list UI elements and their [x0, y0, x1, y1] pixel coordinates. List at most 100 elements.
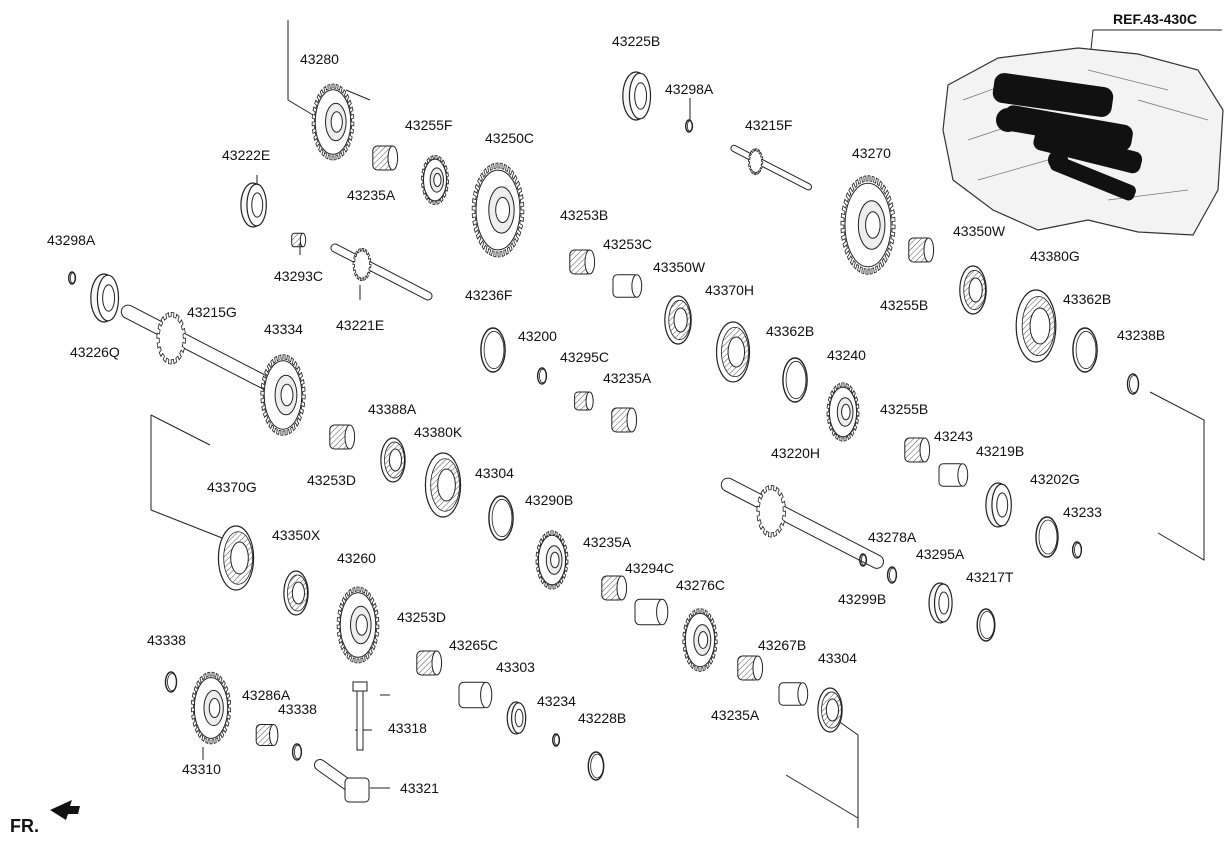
- part-number-label[interactable]: 43298A: [665, 81, 714, 97]
- part-43235A-needle[interactable]: [372, 145, 399, 171]
- part-43298A-ring[interactable]: [685, 119, 694, 133]
- part-number-label[interactable]: 43298A: [47, 232, 96, 248]
- part-number-label[interactable]: 43295A: [916, 546, 965, 562]
- part-number-label[interactable]: 43255F: [405, 117, 452, 133]
- part-43276C-gear[interactable]: [682, 608, 718, 672]
- part-number-label[interactable]: 43370G: [207, 479, 257, 495]
- part-number-label[interactable]: 43228B: [578, 710, 626, 726]
- part-number-label[interactable]: 43294C: [625, 560, 674, 576]
- part-43388A-synchro[interactable]: [380, 437, 406, 483]
- part-number-label[interactable]: 43350W: [953, 223, 1006, 239]
- part-43253D-needle[interactable]: [329, 424, 356, 450]
- part-number-label[interactable]: 43215G: [187, 304, 237, 320]
- part-number-label[interactable]: 43321: [400, 780, 439, 796]
- part-43304-synchro[interactable]: [817, 687, 843, 733]
- part-43255F-spur[interactable]: [420, 154, 450, 206]
- part-number-label[interactable]: 43200: [518, 328, 557, 344]
- part-43200-ring[interactable]: [536, 367, 548, 385]
- part-43370H-hub[interactable]: [715, 321, 751, 383]
- part-43350W-synchro[interactable]: [959, 265, 987, 315]
- part-number-label[interactable]: 43253B: [560, 207, 608, 223]
- part-number-label[interactable]: 43318: [388, 720, 427, 736]
- part-number-label[interactable]: 43362B: [1063, 291, 1111, 307]
- part-43321-shaft_short[interactable]: [314, 759, 370, 803]
- part-43350W-synchro[interactable]: [664, 295, 692, 345]
- part-43240-gear[interactable]: [826, 382, 860, 442]
- part-43294C-sleeve[interactable]: [634, 598, 669, 626]
- part-number-label[interactable]: 43219B: [976, 443, 1024, 459]
- part-number-label[interactable]: 43202G: [1030, 471, 1080, 487]
- part-43304-ring[interactable]: [488, 495, 514, 541]
- part-43338-ring[interactable]: [291, 743, 303, 761]
- part-number-label[interactable]: 43240: [827, 347, 866, 363]
- part-number-label[interactable]: 43304: [475, 465, 514, 481]
- part-number-label[interactable]: 43234: [537, 693, 576, 709]
- part-number-label[interactable]: 43304: [818, 650, 857, 666]
- part-number-label[interactable]: 43255B: [880, 297, 928, 313]
- part-43236F-thrust[interactable]: [480, 327, 506, 373]
- part-number-label[interactable]: 43265C: [449, 637, 498, 653]
- part-43295C-needle[interactable]: [574, 391, 594, 411]
- part-43238B-ring[interactable]: [1126, 373, 1140, 395]
- part-number-label[interactable]: 43238B: [1117, 327, 1165, 343]
- part-43243-sleeve[interactable]: [938, 463, 969, 487]
- part-number-label[interactable]: 43217T: [966, 569, 1014, 585]
- part-43290B-gear[interactable]: [535, 530, 569, 590]
- part-43215F-shaft[interactable]: [730, 144, 813, 191]
- part-43253C-sleeve[interactable]: [612, 274, 643, 298]
- part-43286A-needle[interactable]: [255, 724, 279, 746]
- part-number-label[interactable]: 43299B: [838, 591, 886, 607]
- part-43280-gear[interactable]: [311, 83, 355, 161]
- part-number-label[interactable]: 43295C: [560, 349, 609, 365]
- part-number-label[interactable]: 43220H: [771, 445, 820, 461]
- part-number-label[interactable]: 43350X: [272, 527, 321, 543]
- part-number-label[interactable]: 43286A: [242, 687, 291, 703]
- part-43220H-shaft[interactable]: [720, 477, 884, 569]
- part-number-label[interactable]: 43222E: [222, 147, 270, 163]
- part-number-label[interactable]: 43235A: [603, 370, 652, 386]
- part-43260-gear[interactable]: [336, 586, 380, 664]
- part-number-label[interactable]: 43280: [300, 51, 339, 67]
- part-43362B-ring[interactable]: [782, 357, 808, 403]
- part-43362B-ring[interactable]: [1072, 327, 1098, 373]
- part-number-label[interactable]: 43388A: [368, 401, 417, 417]
- part-number-label[interactable]: 43235A: [347, 187, 396, 203]
- part-number-label[interactable]: 43334: [264, 321, 303, 337]
- part-43270-gear[interactable]: [840, 175, 896, 275]
- part-43380K-hub[interactable]: [424, 452, 462, 518]
- part-43234-ring[interactable]: [552, 733, 561, 747]
- part-number-label[interactable]: 43236F: [465, 287, 512, 303]
- part-number-label[interactable]: 43221E: [336, 317, 384, 333]
- part-43370G-hub[interactable]: [217, 525, 255, 591]
- part-43293C-needle[interactable]: [291, 232, 307, 248]
- part-43278A-ring[interactable]: [886, 566, 898, 584]
- part-43318-bolt[interactable]: [352, 681, 368, 751]
- part-43219B-bearing[interactable]: [985, 482, 1012, 528]
- part-43334-gear[interactable]: [260, 354, 306, 436]
- part-43215G-shaft[interactable]: [120, 304, 284, 396]
- part-43338-ring[interactable]: [164, 671, 178, 693]
- part-43233-ring[interactable]: [1071, 541, 1083, 559]
- part-43235A-needle[interactable]: [601, 575, 628, 601]
- part-number-label[interactable]: 43338: [278, 701, 317, 717]
- part-number-label[interactable]: 43225B: [612, 33, 660, 49]
- part-43299B-ring[interactable]: [859, 553, 868, 567]
- part-number-label[interactable]: 43350W: [653, 259, 706, 275]
- part-number-label[interactable]: 43267B: [758, 637, 806, 653]
- part-43253D-needle[interactable]: [416, 650, 443, 676]
- part-43222E-bearing[interactable]: [240, 182, 267, 228]
- part-43265C-sleeve[interactable]: [458, 681, 493, 709]
- part-43253B-needle[interactable]: [569, 249, 596, 275]
- part-43217T-ring[interactable]: [976, 608, 996, 642]
- part-number-label[interactable]: 43303: [496, 659, 535, 675]
- part-43255B-needle[interactable]: [908, 237, 935, 263]
- part-number-label[interactable]: 43253C: [603, 236, 652, 252]
- part-number-label[interactable]: 43253D: [307, 472, 356, 488]
- part-43380G-hub[interactable]: [1015, 289, 1057, 363]
- part-number-label[interactable]: 43253D: [397, 609, 446, 625]
- part-43225B-bearing[interactable]: [622, 71, 652, 121]
- part-number-label[interactable]: 43290B: [525, 492, 573, 508]
- part-number-label[interactable]: 43260: [337, 550, 376, 566]
- part-43295A-bearing[interactable]: [928, 582, 953, 624]
- part-number-label[interactable]: 43250C: [485, 130, 534, 146]
